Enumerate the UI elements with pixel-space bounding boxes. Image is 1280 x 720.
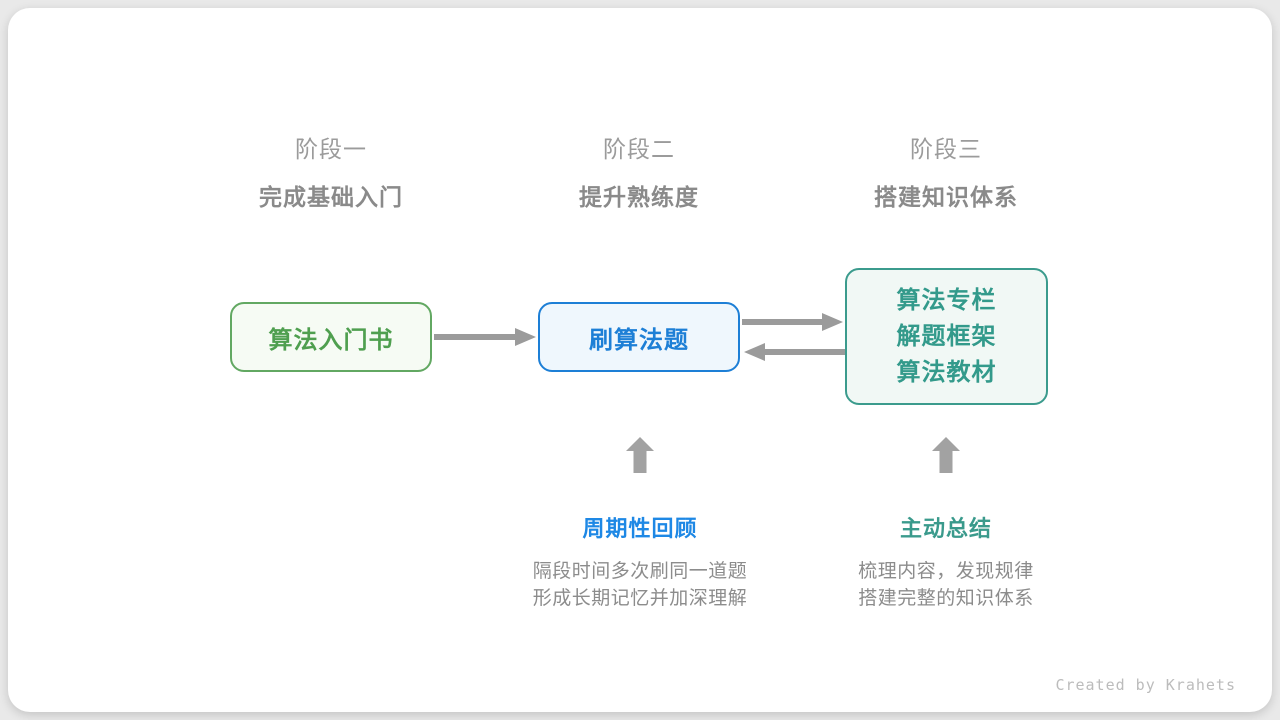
arrow-right-icon: [434, 328, 536, 346]
stage1-label: 阶段一: [295, 136, 367, 162]
annotation-review-desc-line-2: 形成长期记忆并加深理解: [532, 588, 748, 609]
annotation-summary-desc: 梳理内容，发现规律 搭建完整的知识体系: [766, 558, 1126, 612]
arrow-left-icon: [744, 343, 845, 361]
annotation-summary-desc-line-2: 搭建完整的知识体系: [858, 588, 1034, 609]
stage3-node-line-1: 算法专栏: [896, 286, 997, 314]
annotation-review-desc-line-1: 隔段时间多次刷同一道题: [532, 561, 748, 582]
up-arrow-icon: [626, 437, 654, 473]
annotation-summary-label: 主动总结: [899, 516, 992, 541]
stage3-title: 搭建知识体系: [874, 184, 1018, 210]
stage1-title: 完成基础入门: [259, 184, 403, 210]
stage2-node: 刷算法题: [538, 302, 740, 372]
stage2-title: 提升熟练度: [579, 184, 699, 210]
stage3-node-line-3: 算法教材: [896, 358, 997, 386]
stage2-node-label: 刷算法题: [589, 326, 689, 354]
stage3-node-line-2: 解题框架: [896, 322, 997, 350]
stage3-label: 阶段三: [910, 136, 982, 162]
stage2-label: 阶段二: [603, 136, 675, 162]
annotation-review-desc: 隔段时间多次刷同一道题 形成长期记忆并加深理解: [460, 558, 820, 612]
annotation-summary-desc-line-1: 梳理内容，发现规律: [858, 561, 1034, 582]
up-arrow-icon: [932, 437, 960, 473]
stage1-node: 算法入门书: [230, 302, 432, 372]
annotation-review-label: 周期性回顾: [582, 516, 698, 541]
credit-text: Created by Krahets: [1055, 676, 1236, 694]
stage3-node: 算法专栏 解题框架 算法教材: [845, 268, 1048, 405]
arrow-right-icon: [742, 313, 843, 331]
stage1-node-label: 算法入门书: [268, 326, 394, 354]
